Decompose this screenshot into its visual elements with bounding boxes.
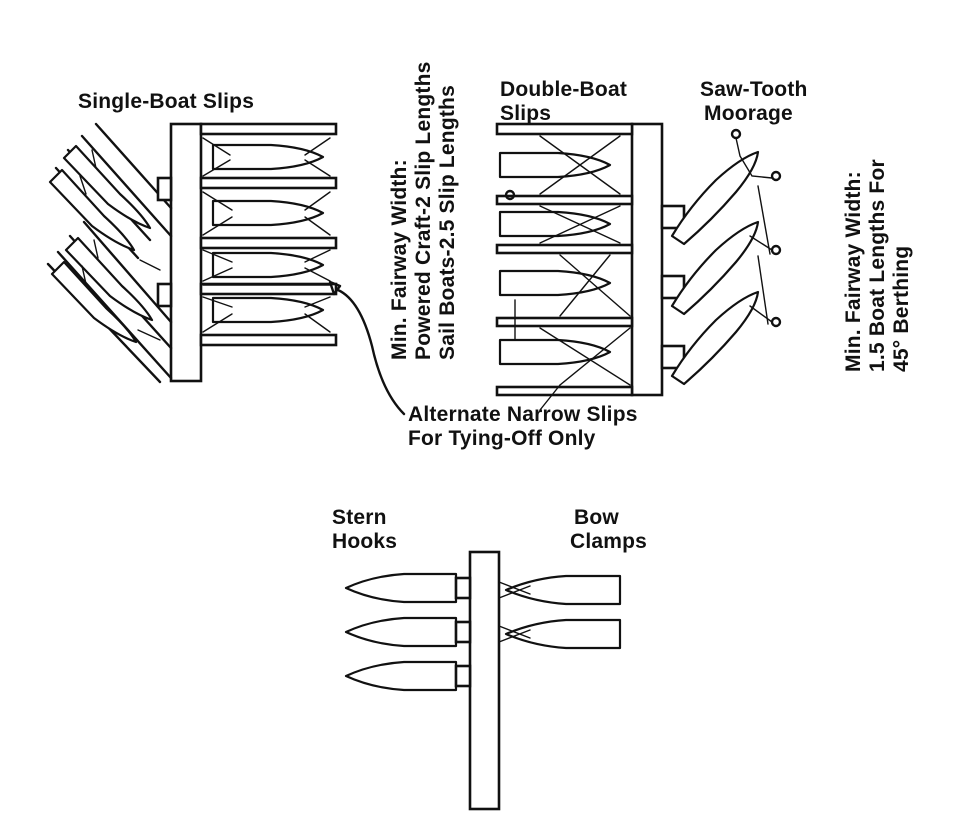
label-stern-line2: Hooks	[332, 530, 397, 553]
label-fairway2-line2: 45° Berthing	[890, 246, 913, 372]
main-dock-bottom	[468, 550, 501, 811]
single-boat-slips-group	[46, 122, 338, 384]
label-bow-line2: Clamps	[570, 530, 647, 553]
double-finger-piers	[495, 122, 634, 397]
double-boats	[498, 135, 631, 386]
main-dock-right	[630, 122, 664, 397]
label-saw-tooth-line1: Saw-Tooth	[700, 78, 808, 101]
stern-bow-group	[344, 550, 622, 811]
finger-piers-right	[199, 122, 338, 347]
label-fairway-width-group: Min. Fairway Width: Powered Craft-2 Slip…	[388, 62, 459, 360]
label-fairway-title: Min. Fairway Width:	[388, 159, 411, 360]
saw-tooth-moorage-group	[660, 128, 782, 386]
stern-hook-boats	[344, 572, 472, 692]
saw-tooth-boats	[670, 128, 782, 386]
label-bow-line1: Bow	[574, 506, 619, 529]
label-fairway2-title: Min. Fairway Width:	[842, 171, 865, 372]
boats-right-slips	[202, 137, 331, 333]
bow-clamp-boats	[498, 574, 622, 650]
double-boat-slips-group	[495, 122, 664, 397]
label-double-boat-line1: Double-Boat	[500, 78, 627, 101]
angled-slips-left	[46, 122, 173, 384]
label-single-boat-slips: Single-Boat Slips	[78, 90, 254, 113]
label-alternate-line2: For Tying-Off Only	[408, 427, 596, 450]
main-dock-left	[169, 122, 203, 383]
label-fairway-sail: Sail Boats-2.5 Slip Lengths	[436, 85, 459, 360]
label-fairway-powered: Powered Craft-2 Slip Lengths	[412, 62, 435, 360]
label-fairway2-line1: 1.5 Boat Lengths For	[866, 159, 889, 372]
label-saw-tooth-line2: Moorage	[704, 102, 793, 125]
label-stern-line1: Stern	[332, 506, 387, 529]
alternate-slip-leaders	[328, 280, 561, 416]
label-alternate-line1: Alternate Narrow Slips	[408, 403, 638, 426]
label-double-boat-line2: Slips	[500, 102, 551, 125]
label-fairway2-group: Min. Fairway Width: 1.5 Boat Lengths For…	[842, 159, 913, 372]
